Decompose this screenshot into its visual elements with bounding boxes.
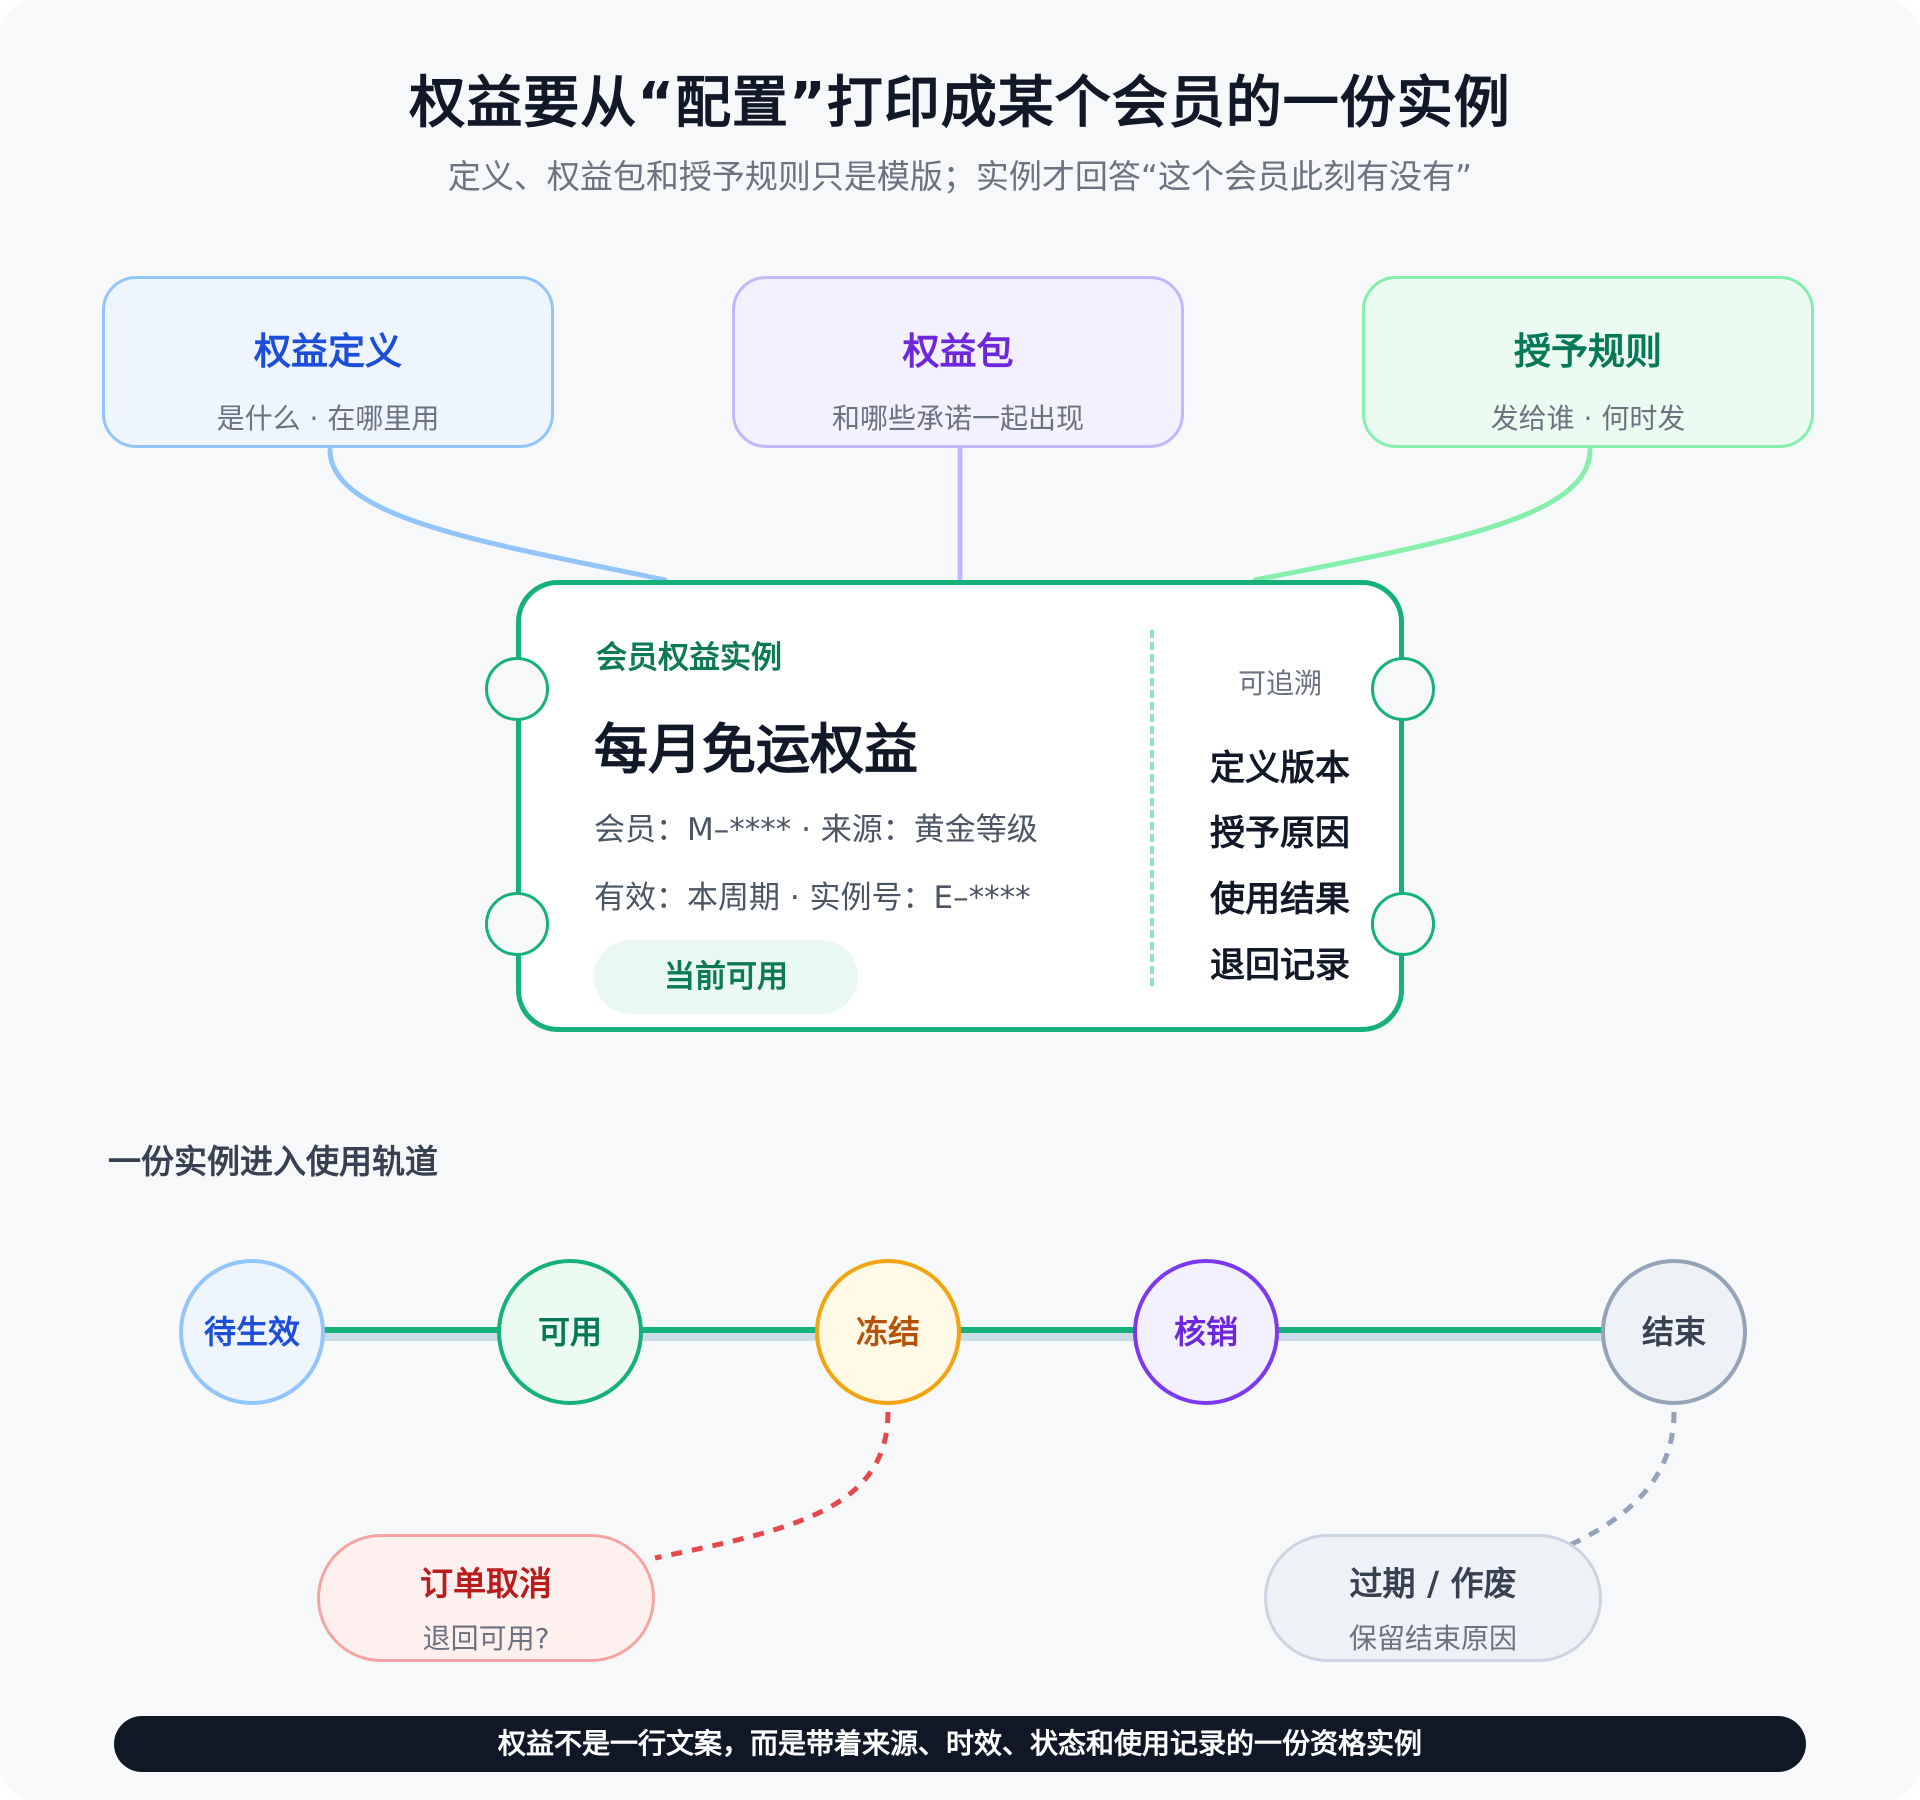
source-subtitle: 是什么 · 在哪里用 <box>216 402 440 435</box>
status-badge: 当前可用 <box>594 940 858 1014</box>
trace-item: 退回记录 <box>1209 946 1350 986</box>
state-node-pending: 待生效 <box>179 1259 325 1405</box>
trace-label: 可追溯 <box>1237 667 1322 700</box>
connector-end-to-expire <box>1568 1411 1677 1548</box>
card-title: 每月免运权益 <box>594 718 918 781</box>
trace-item: 授予原因 <box>1209 814 1350 854</box>
connector-definition-to-card <box>327 447 668 583</box>
ticket-notch-right-bottom <box>1371 892 1435 956</box>
track-section-title: 一份实例进入使用轨道 <box>108 1142 438 1181</box>
ticket-notch-left-top <box>485 657 549 721</box>
state-node-available: 可用 <box>497 1259 643 1405</box>
card-validity-line: 有效：本周期 · 实例号：E–**** <box>594 880 1031 916</box>
state-node-redeemed: 核销 <box>1133 1259 1279 1405</box>
connector-freeze-to-cancel <box>654 1411 891 1561</box>
branch-box-order-cancel: 订单取消 退回可用? <box>317 1534 655 1662</box>
card-kicker: 会员权益实例 <box>596 640 782 676</box>
source-box-package: 权益包 和哪些承诺一起出现 <box>732 276 1184 448</box>
card-member-line: 会员：M–**** · 来源：黄金等级 <box>594 812 1038 848</box>
branch-title: 过期 / 作废 <box>1349 1564 1517 1603</box>
source-title: 权益包 <box>902 330 1014 373</box>
page-subtitle: 定义、权益包和授予规则只是模版；实例才回答“这个会员此刻有没有” <box>447 157 1473 196</box>
source-subtitle: 和哪些承诺一起出现 <box>831 402 1084 435</box>
branch-title: 订单取消 <box>420 1564 552 1603</box>
source-subtitle: 发给谁 · 何时发 <box>1490 402 1686 435</box>
source-box-definition: 权益定义 是什么 · 在哪里用 <box>102 276 554 448</box>
branch-subtitle: 保留结束原因 <box>1348 1622 1517 1655</box>
page-title: 权益要从“配置”打印成某个会员的一份实例 <box>409 71 1511 136</box>
ticket-notch-left-bottom <box>485 892 549 956</box>
ticket-notch-right-top <box>1371 657 1435 721</box>
source-title: 授予规则 <box>1514 330 1662 373</box>
source-box-rule: 授予规则 发给谁 · 何时发 <box>1362 276 1814 448</box>
branch-box-expire-void: 过期 / 作废 保留结束原因 <box>1264 1534 1602 1662</box>
footer-banner: 权益不是一行文案，而是带着来源、时效、状态和使用记录的一份资格实例 <box>114 1716 1806 1772</box>
state-node-ended: 结束 <box>1601 1259 1747 1405</box>
state-node-frozen: 冻结 <box>815 1259 961 1405</box>
source-title: 权益定义 <box>254 330 402 373</box>
trace-item: 使用结果 <box>1209 880 1350 920</box>
connector-rule-to-card <box>1252 447 1593 583</box>
trace-item: 定义版本 <box>1209 749 1350 789</box>
card-divider <box>1150 630 1154 986</box>
branch-subtitle: 退回可用? <box>422 1622 550 1655</box>
